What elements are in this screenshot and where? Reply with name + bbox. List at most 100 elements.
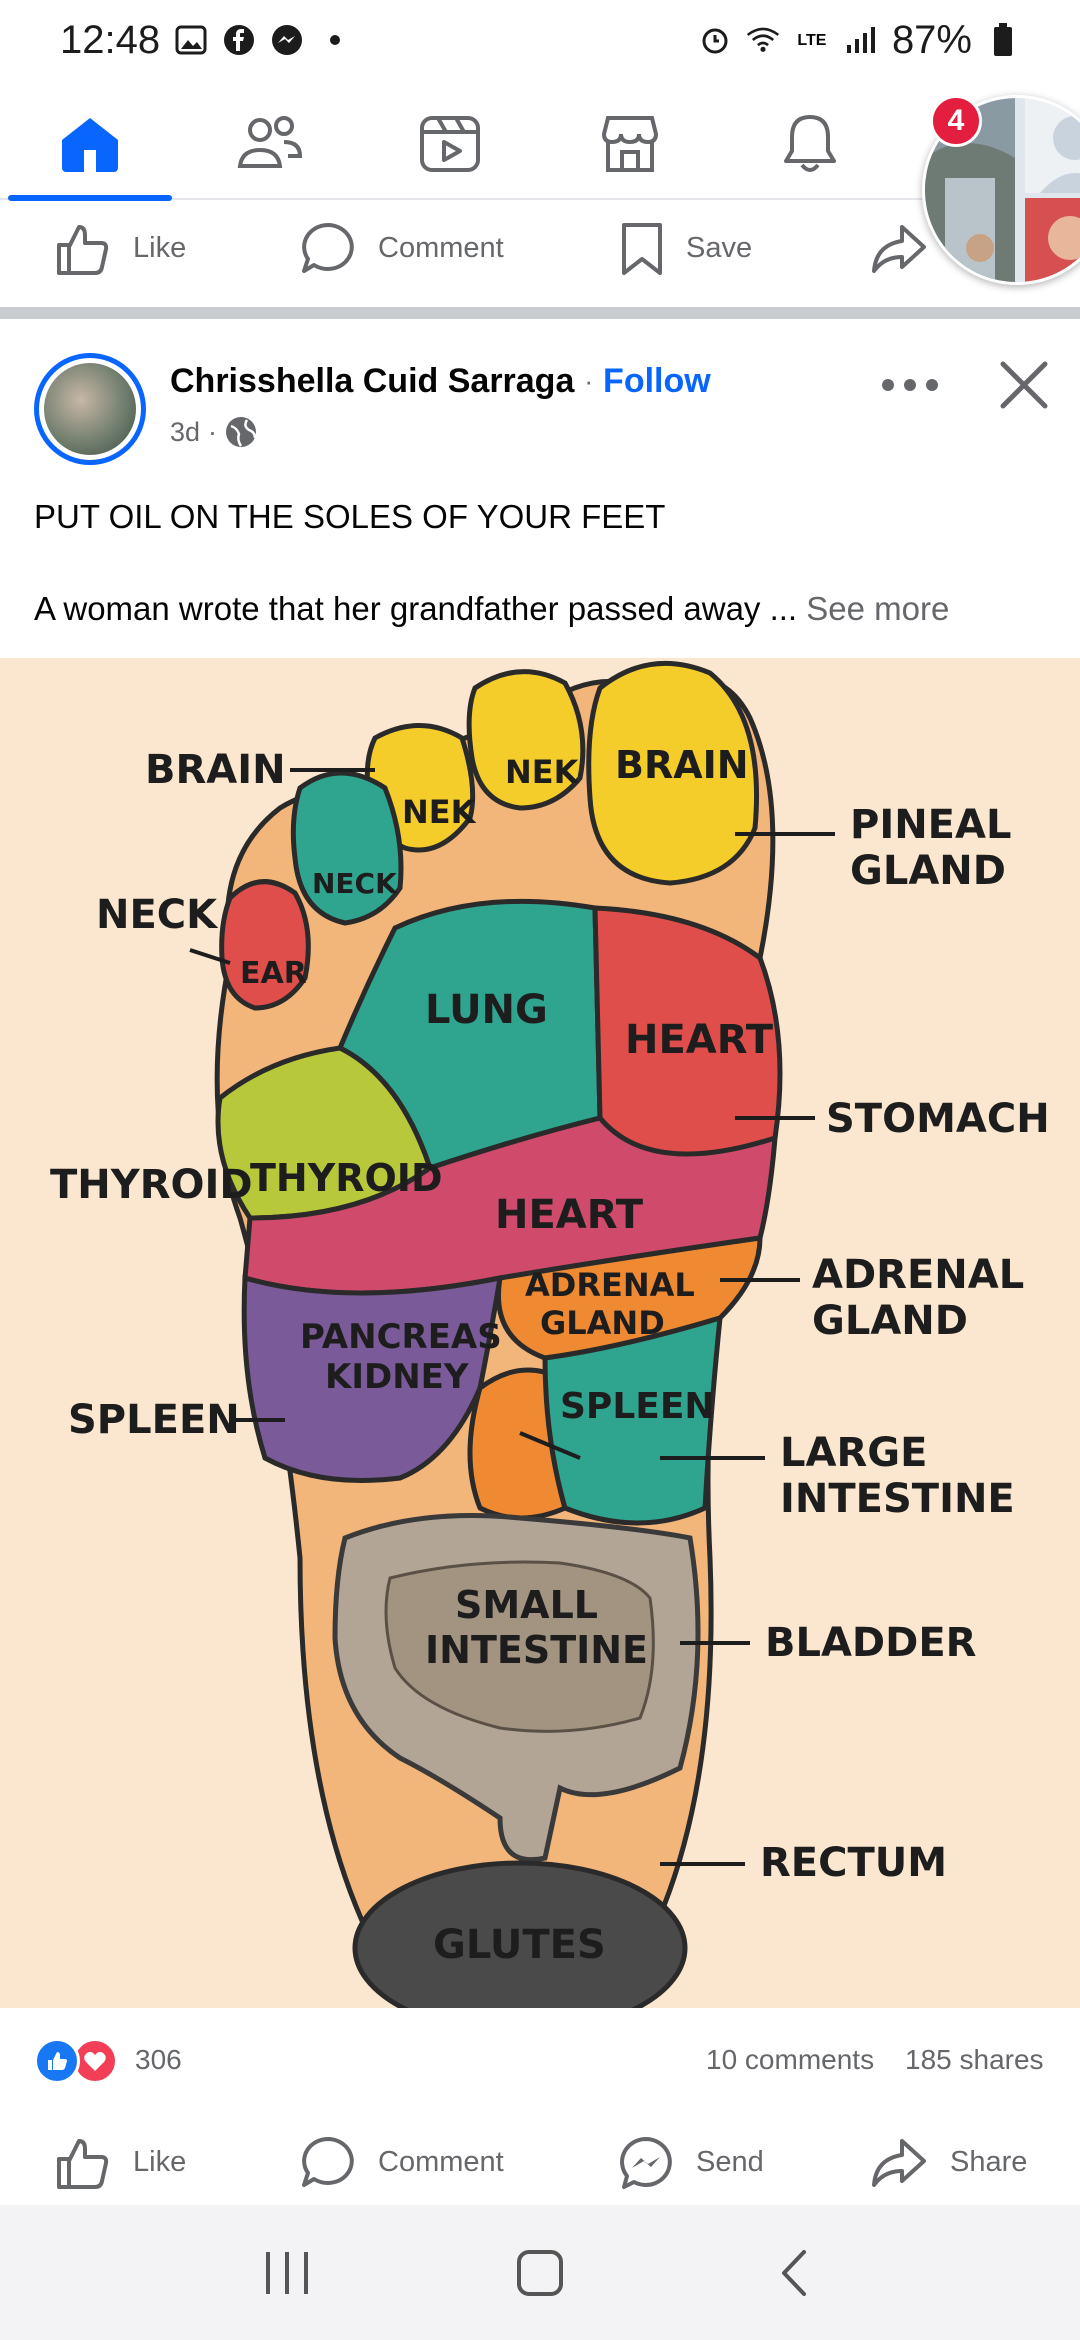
bell-icon xyxy=(784,115,836,172)
label-bladder: BLADDER xyxy=(765,1620,976,1666)
friends-icon xyxy=(237,116,303,168)
comments-count[interactable]: 10 comments xyxy=(706,2044,875,2075)
home-nav-button[interactable] xyxy=(490,2223,590,2323)
reaction-count[interactable]: 306 xyxy=(135,2044,182,2075)
send-label: Send xyxy=(696,2146,764,2178)
marketplace-icon xyxy=(601,116,659,172)
tab-home[interactable] xyxy=(0,89,180,201)
save-label: Save xyxy=(686,232,753,264)
label-thyroid-left: THYROID xyxy=(50,1162,253,1208)
top-action-row: Like Comment Save S xyxy=(0,196,1080,301)
close-icon xyxy=(1000,361,1048,409)
follow-button[interactable]: Follow xyxy=(603,362,711,400)
label-small-intestine-1: SMALL xyxy=(455,1583,598,1627)
label-pancreas-2: KIDNEY xyxy=(325,1357,469,1397)
like-label: Like xyxy=(133,2146,187,2178)
notification-badge: 4 xyxy=(930,95,982,147)
like-label: Like xyxy=(133,232,187,264)
label-toe-nek-2: NEK xyxy=(402,793,477,831)
label-thyroid-zone: THYROID xyxy=(250,1156,443,1200)
label-heart-top: HEART xyxy=(625,1017,774,1063)
label-glutes: GLUTES xyxy=(433,1922,606,1968)
wifi-icon xyxy=(746,23,780,57)
back-button[interactable] xyxy=(743,2223,843,2323)
tab-friends[interactable] xyxy=(180,89,360,199)
alarm-icon xyxy=(698,23,732,57)
see-more-link[interactable]: See more xyxy=(806,590,950,627)
post-headline: PUT OIL ON THE SOLES OF YOUR FEET xyxy=(34,498,666,535)
love-reaction-icon xyxy=(72,2038,118,2084)
label-adrenal-zone-2: GLAND xyxy=(540,1304,665,1342)
tab-marketplace[interactable] xyxy=(540,89,720,199)
label-heart-band: HEART xyxy=(495,1192,644,1238)
post-age[interactable]: 3d xyxy=(170,416,201,447)
status-time: 12:48 xyxy=(60,17,161,62)
label-stomach: STOMACH xyxy=(826,1096,1050,1142)
hide-post-button[interactable] xyxy=(989,350,1059,420)
comment-button-top[interactable]: Comment xyxy=(300,221,504,277)
dot-icon xyxy=(318,23,352,57)
gallery-icon xyxy=(174,23,208,57)
recent-apps-icon xyxy=(265,2251,308,2294)
label-toe-neck: NECK xyxy=(312,867,398,900)
label-toe-nek-1: NEK xyxy=(505,753,580,791)
like-button[interactable]: Like xyxy=(55,2135,186,2191)
age-separator: · xyxy=(208,416,218,447)
system-nav-bar xyxy=(0,2205,1080,2340)
share-label: Share xyxy=(950,2146,1028,2178)
label-neck-left: NECK xyxy=(96,892,219,938)
send-button[interactable]: Send xyxy=(618,2135,764,2191)
post-action-row: Like Comment Send Share xyxy=(0,2110,1080,2215)
label-lung: LUNG xyxy=(425,987,548,1033)
post-header: Chrisshella Cuid Sarraga · Follow 3d · xyxy=(34,350,1054,470)
tab-notifications[interactable] xyxy=(720,89,900,199)
battery-icon xyxy=(986,23,1020,57)
messenger-icon xyxy=(270,23,304,57)
top-tab-bar xyxy=(0,89,1080,201)
post-image[interactable]: BRAIN NECK THYROID SPLEEN PINEAL GLAND S… xyxy=(0,658,1080,2008)
like-reaction-icon xyxy=(34,2038,80,2084)
video-icon xyxy=(420,116,480,172)
more-icon xyxy=(882,379,938,391)
label-pancreas-1: PANCREAS xyxy=(300,1317,502,1357)
label-adrenal-right-1: ADRENAL xyxy=(812,1252,1024,1298)
post-body: A woman wrote that her grandfather passe… xyxy=(34,590,949,628)
label-brain-left: BRAIN xyxy=(145,747,286,793)
home-nav-icon xyxy=(516,2249,563,2296)
reaction-icons[interactable] xyxy=(34,2038,118,2084)
shares-count[interactable]: 185 shares xyxy=(905,2044,1044,2075)
author-name[interactable]: Chrisshella Cuid Sarraga xyxy=(170,362,575,400)
label-spleen-left: SPLEEN xyxy=(68,1397,240,1443)
foot-reflexology-illustration: BRAIN NECK THYROID SPLEEN PINEAL GLAND S… xyxy=(0,658,1080,2008)
like-icon xyxy=(57,2138,109,2189)
label-toe-ear: EAR xyxy=(240,956,307,991)
signal-icon xyxy=(844,23,878,57)
more-options-button[interactable] xyxy=(870,360,950,410)
share-icon xyxy=(872,2138,926,2187)
back-icon xyxy=(782,2249,807,2296)
like-button-top[interactable]: Like xyxy=(55,221,186,277)
label-toe-brain: BRAIN xyxy=(615,743,749,787)
recent-apps-button[interactable] xyxy=(237,2223,337,2323)
label-large-intestine-1: LARGE xyxy=(780,1430,927,1476)
comment-icon xyxy=(302,222,354,273)
label-pineal-2: GLAND xyxy=(850,848,1006,894)
messenger-send-icon xyxy=(620,2136,672,2189)
tab-video[interactable] xyxy=(360,89,540,199)
lte-icon: LTE xyxy=(797,31,827,49)
comment-label: Comment xyxy=(378,232,504,264)
save-button-top[interactable]: Save xyxy=(620,221,752,277)
label-small-intestine-2: INTESTINE xyxy=(425,1628,648,1672)
label-pineal-1: PINEAL xyxy=(850,802,1011,848)
comment-label: Comment xyxy=(378,2146,504,2178)
label-large-intestine-2: INTESTINE xyxy=(780,1476,1015,1522)
share-button[interactable]: Share xyxy=(870,2137,1027,2189)
label-adrenal-zone-1: ADRENAL xyxy=(525,1266,695,1304)
feed-separator xyxy=(0,307,1080,319)
author-avatar[interactable] xyxy=(34,353,146,465)
comment-button[interactable]: Comment xyxy=(300,2135,504,2191)
label-spleen-zone: SPLEEN xyxy=(560,1386,715,1427)
like-icon xyxy=(57,224,109,275)
reactions-bar: 306 10 comments 185 shares xyxy=(0,2010,1080,2110)
label-adrenal-right-2: GLAND xyxy=(812,1298,968,1344)
